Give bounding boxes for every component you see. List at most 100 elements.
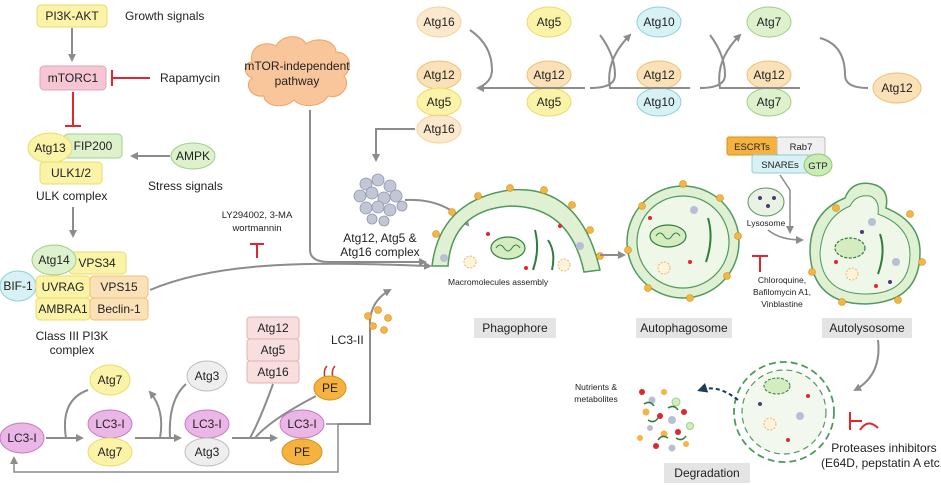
gtp-label: GTP xyxy=(808,161,828,172)
arrow-fusion-down xyxy=(779,174,794,234)
degradation: Nutrients & metabolites Degradation Prot… xyxy=(574,361,941,483)
autophagosome-red-a xyxy=(688,260,692,264)
lc3i-a-label: LC3-I xyxy=(95,417,124,431)
nutrients-line1: Nutrients & xyxy=(575,382,617,392)
atg12-a-label: Atg12 xyxy=(423,68,455,82)
atg3-b-node xyxy=(184,437,230,467)
autolysosome-dark-b xyxy=(888,280,892,284)
autophagosome-stage-box xyxy=(636,318,732,338)
ulk-complex-label: ULK complex xyxy=(36,189,107,203)
fusion-inhibitor-line3: Vinblastine xyxy=(761,299,803,309)
mtorc1-box xyxy=(39,65,107,91)
atg12-free-node xyxy=(872,72,922,104)
degradation-protein xyxy=(796,412,804,420)
beclin1-label: Beclin-1 xyxy=(97,302,141,316)
arrow-atg5-in xyxy=(589,34,617,89)
arrow-atg16-in xyxy=(469,29,494,89)
atg14-node xyxy=(31,244,77,276)
autophagosome-cristae xyxy=(655,232,681,240)
autophagosome-dots xyxy=(624,180,742,302)
atg12-complex-line2: Atg16 complex xyxy=(340,245,419,259)
atg5-top-label: Atg5 xyxy=(537,15,562,29)
phagophore-membrane xyxy=(431,188,601,273)
atg12-conjugation: Atg16 Atg12 Atg5 Atg16 Atg5 Atg12 Atg5 A… xyxy=(340,6,922,259)
autophagosome-filament xyxy=(705,217,712,263)
atg16-b-node xyxy=(416,114,462,144)
lysosome-dot-c xyxy=(772,196,776,200)
escrts-label: ESCRTs xyxy=(734,142,770,153)
growth-signals-label: Growth signals xyxy=(125,9,204,23)
lc3i-start-node xyxy=(0,422,45,454)
mtorc1-label: mTORC1 xyxy=(48,71,99,85)
nutrients-line2: metabolites xyxy=(574,394,617,404)
class3-pi3k-label-line2: complex xyxy=(50,343,95,357)
lysosome-dot-b xyxy=(766,204,770,208)
atg12-c-label: Atg12 xyxy=(643,68,675,82)
lc3ii-dots xyxy=(364,306,392,334)
ampk-label: AMPK xyxy=(176,149,210,163)
autolysosome-protein-a xyxy=(868,218,876,226)
ambra1-label: AMBRA1 xyxy=(38,302,88,316)
atg7-top-node xyxy=(746,6,792,38)
atg5-b-label: Atg5 xyxy=(537,95,562,109)
phago-vesicle-b xyxy=(557,258,571,272)
arrow-mtor-independent-phagophore xyxy=(309,110,427,266)
degradation-inner xyxy=(741,369,827,455)
upstream-signalling: PI3K-AKT Growth signals mTORC1 Rapamycin… xyxy=(0,4,432,357)
pe-label: PE xyxy=(322,381,338,395)
atg12-d-label: Atg12 xyxy=(753,68,785,82)
autolysosome-vesicle xyxy=(845,267,859,281)
arrow-pi3k3-phagophore xyxy=(149,261,432,291)
atg10-top-node xyxy=(636,6,682,38)
ulk-complex: FIP200 Atg13 ULK1/2 ULK complex xyxy=(27,132,123,203)
protease-inhibitor-line1: Proteases inhibitors xyxy=(831,441,936,455)
phagophore-filament-a xyxy=(532,229,539,271)
atg7-b-lc3-node xyxy=(87,437,133,467)
lc3i-b-label: LC3-I xyxy=(192,417,221,431)
pi3k-akt-box xyxy=(36,4,108,28)
protease-inhibitor-line2: (E64D, pepstatin A etc.) xyxy=(821,456,941,470)
ulk12-label: ULK1/2 xyxy=(51,166,91,180)
autophagosome-vesicle-a xyxy=(657,261,671,275)
lc3ii-label: LC3-II xyxy=(331,333,364,347)
atg7-lc3-node xyxy=(89,364,131,396)
atg3-b-label: Atg3 xyxy=(195,445,220,459)
atg16-top-label: Atg16 xyxy=(423,15,455,29)
autolysosome-red-b xyxy=(834,260,838,264)
degradation-stage-label: Degradation xyxy=(674,466,739,480)
lc3i-start-label: LC3-I xyxy=(7,431,36,445)
autophagosome: Autophagosome xyxy=(624,180,742,338)
arrow-atg3-in xyxy=(168,383,187,439)
stack-atg12-label: Atg12 xyxy=(257,321,289,335)
phago-protein-a xyxy=(440,254,448,262)
degradation-dark xyxy=(758,402,762,406)
pe-b-node xyxy=(281,438,323,466)
arrow-stack-in xyxy=(249,383,274,439)
class3-pi3k-label-line1: Class III PI3K xyxy=(36,329,109,343)
degradation-vesicle xyxy=(763,417,777,431)
arrow-pe-in xyxy=(254,395,317,439)
autolysosome-stage-label: Autolysosome xyxy=(829,321,905,335)
atg5-a-label: Atg5 xyxy=(427,95,452,109)
autolysosome-filament xyxy=(877,233,884,275)
atg7-b-lc3-label: Atg7 xyxy=(98,445,123,459)
phagophore-dots xyxy=(432,184,604,260)
mtor-independent-cloud xyxy=(244,36,351,107)
stress-signals-label: Stress signals xyxy=(148,179,223,193)
class3-pi3k-complex: VPS34 Atg14 BIF-1 UVRAG VPS15 AMBRA1 Bec… xyxy=(0,244,149,357)
stack-atg16-box xyxy=(246,360,300,384)
vps34-label: VPS34 xyxy=(78,256,116,270)
autolysosome: Autolysosome xyxy=(808,182,926,391)
atg13-label: Atg13 xyxy=(34,141,66,155)
degradation-red-b xyxy=(806,394,810,398)
snares-label: SNAREs xyxy=(761,160,799,171)
atg7-top-label: Atg7 xyxy=(757,15,782,29)
phago-red-b xyxy=(524,266,528,270)
autophagosome-red-b xyxy=(648,216,652,220)
phago-protein-b xyxy=(576,242,584,250)
autolysosome-dark-a xyxy=(860,230,864,234)
beclin1-box xyxy=(89,297,149,321)
fusion-inhibitor-line2: Bafilomycin A1, xyxy=(753,287,811,297)
atg12-complex-line1: Atg12, Atg5 & xyxy=(343,231,416,245)
